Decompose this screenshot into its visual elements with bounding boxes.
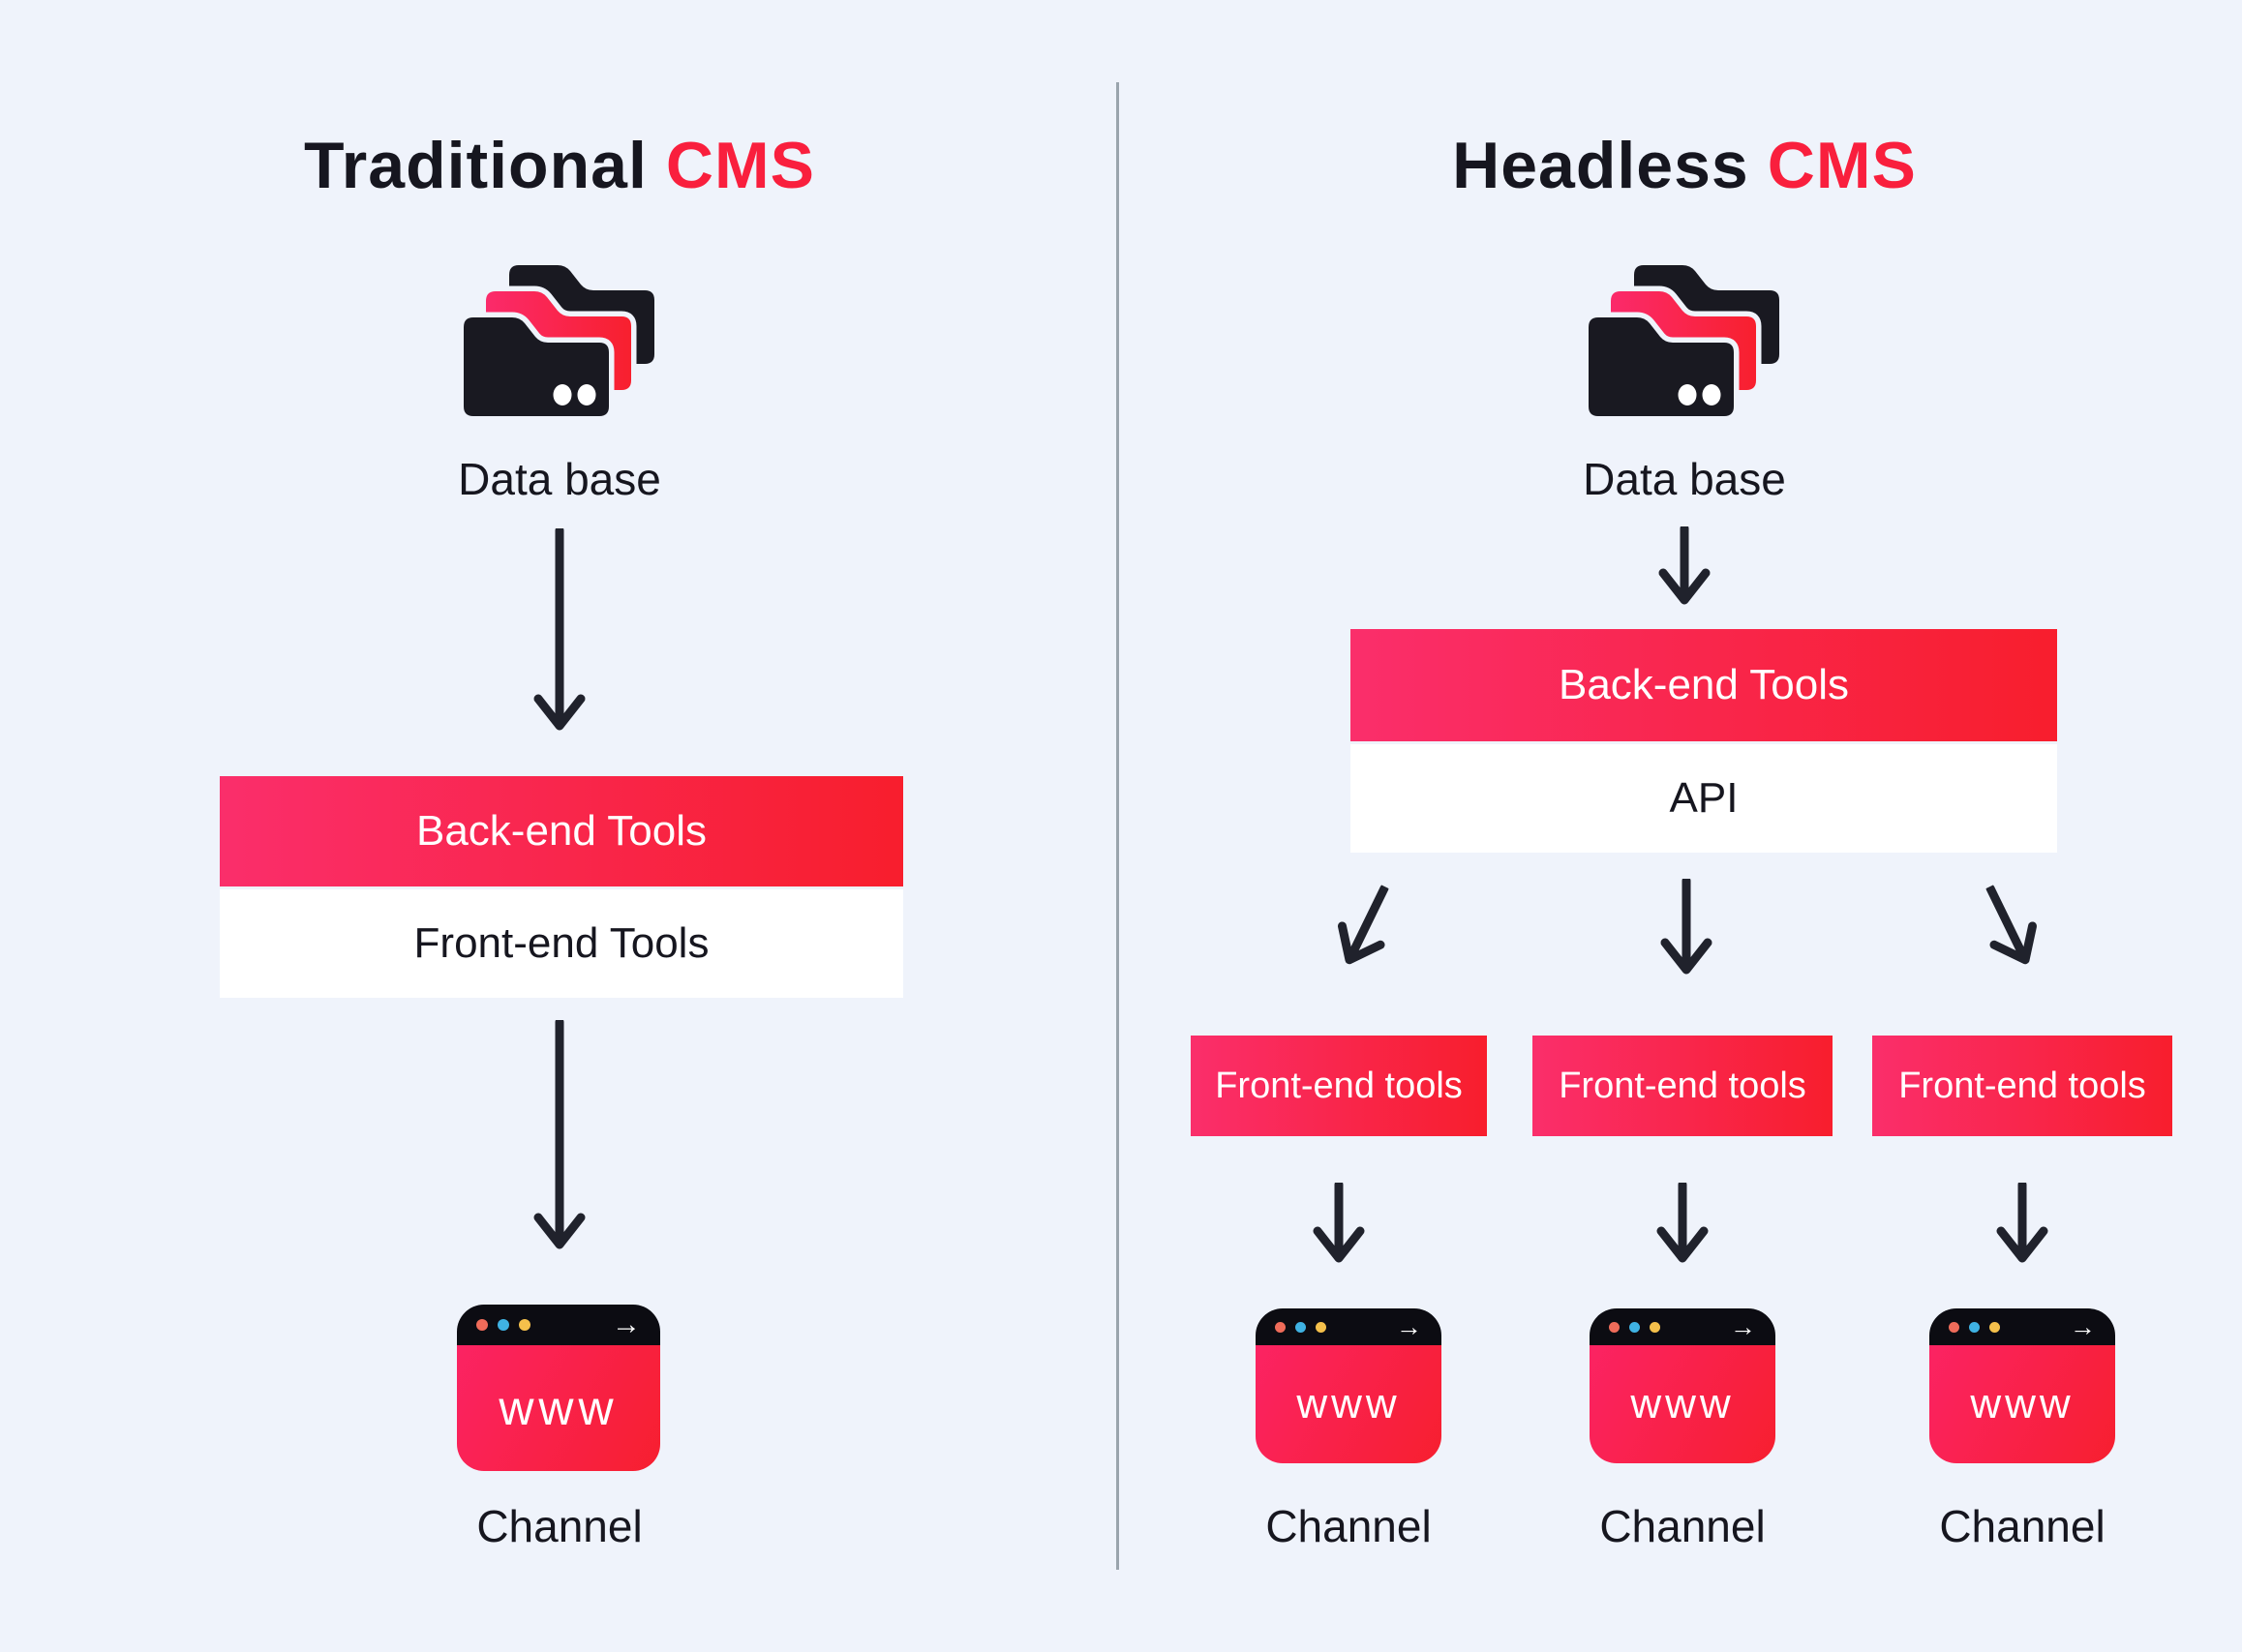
api-box: API [1350, 744, 2057, 853]
browser-dot-blue-icon [498, 1319, 509, 1331]
database-icon [1589, 259, 1780, 416]
down-arrow-icon [533, 1020, 586, 1249]
down-arrow-icon [1656, 1183, 1709, 1263]
frontend-tools-box: Front-end Tools [220, 889, 903, 998]
www-text: www [1929, 1345, 2115, 1463]
browser-titlebar: → [1590, 1308, 1775, 1345]
down-arrow-icon [533, 528, 586, 731]
browser-icon: → www [457, 1305, 660, 1471]
folder-front [464, 312, 615, 416]
folder-front [1589, 312, 1740, 416]
tools-stack: Back-end Tools API [1350, 629, 2057, 853]
browser-icon: → www [1590, 1308, 1775, 1463]
database-label: Data base [1583, 454, 1786, 504]
www-text: www [1256, 1345, 1441, 1463]
channel-label: Channel [1939, 1501, 2106, 1551]
browser-titlebar: → [1929, 1308, 2115, 1345]
stack-separator [1350, 741, 2057, 744]
forward-arrow-icon: → [612, 1308, 641, 1340]
browser-dot-red-icon [1275, 1321, 1286, 1333]
column-divider [1116, 82, 1119, 1570]
backend-tools-box: Back-end Tools [1350, 629, 2057, 741]
down-arrow-icon [1313, 1183, 1365, 1263]
frontend-tools-box: Front-end tools [1872, 1036, 2172, 1136]
database-label: Data base [458, 454, 661, 504]
browser-dot-red-icon [1949, 1321, 1959, 1333]
browser-dot-red-icon [476, 1319, 488, 1331]
browser-titlebar: → [457, 1305, 660, 1345]
www-text: www [457, 1345, 660, 1471]
browser-dot-yellow-icon [1989, 1321, 2000, 1333]
down-arrow-icon [1660, 879, 1712, 975]
title-highlight: CMS [1767, 128, 1917, 202]
frontend-tools-box: Front-end tools [1191, 1036, 1487, 1136]
channel-label: Channel [1599, 1501, 1766, 1551]
stack-separator [220, 886, 903, 889]
browser-dot-yellow-icon [519, 1319, 530, 1331]
browser-dot-blue-icon [1295, 1321, 1306, 1333]
browser-dot-yellow-icon [1650, 1321, 1660, 1333]
channel-label: Channel [1265, 1501, 1432, 1551]
browser-dot-blue-icon [1629, 1321, 1640, 1333]
tools-stack: Back-end Tools Front-end Tools [220, 776, 903, 998]
backend-tools-box: Back-end Tools [220, 776, 903, 886]
forward-arrow-icon: → [1730, 1311, 1756, 1341]
browser-titlebar: → [1256, 1308, 1441, 1345]
forward-arrow-icon: → [1396, 1311, 1422, 1341]
browser-dot-red-icon [1609, 1321, 1620, 1333]
down-arrow-icon [1996, 1183, 2048, 1263]
down-left-arrow-icon [1337, 884, 1389, 965]
browser-icon: → www [1929, 1308, 2115, 1463]
channel-label: Channel [476, 1501, 643, 1551]
browser-dot-blue-icon [1969, 1321, 1980, 1333]
title-highlight: CMS [665, 128, 815, 202]
down-right-arrow-icon [1985, 884, 2038, 965]
browser-icon: → www [1256, 1308, 1441, 1463]
database-icon [464, 259, 655, 416]
www-text: www [1590, 1345, 1775, 1463]
browser-dot-yellow-icon [1316, 1321, 1326, 1333]
title-text: Traditional [304, 128, 648, 202]
down-arrow-icon [1658, 526, 1711, 605]
frontend-tools-box: Front-end tools [1532, 1036, 1833, 1136]
forward-arrow-icon: → [2070, 1311, 2096, 1341]
title-text: Headless [1452, 128, 1749, 202]
